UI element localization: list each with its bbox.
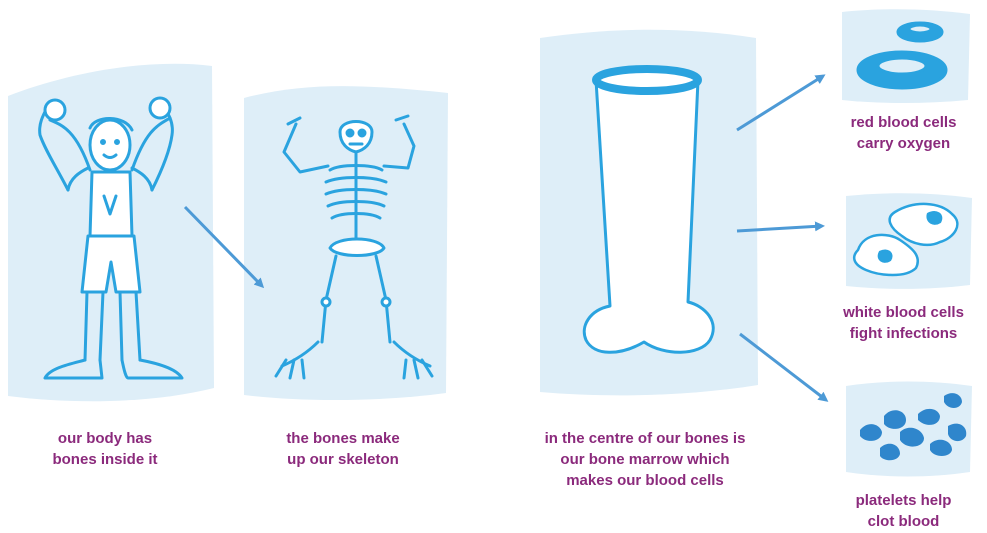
caption-red-line-1: red blood cells — [820, 112, 987, 133]
caption-platelets-line-2: clot blood — [820, 511, 987, 532]
caption-white-cells: white blood cells fight infections — [820, 302, 987, 344]
caption-red-line-2: carry oxygen — [820, 133, 987, 154]
caption-skeleton-line-1: the bones make — [248, 428, 438, 449]
caption-body-line-2: bones inside it — [10, 449, 200, 470]
caption-white-line-1: white blood cells — [820, 302, 987, 323]
caption-body: our body has bones inside it — [10, 428, 200, 470]
caption-marrow-line-1: in the centre of our bones is — [500, 428, 790, 449]
caption-marrow-line-2: our bone marrow which — [500, 449, 790, 470]
caption-skeleton-line-2: up our skeleton — [248, 449, 438, 470]
caption-marrow: in the centre of our bones is our bone m… — [500, 428, 790, 491]
caption-white-line-2: fight infections — [820, 323, 987, 344]
caption-platelets: platelets help clot blood — [820, 490, 987, 532]
caption-red-cells: red blood cells carry oxygen — [820, 112, 987, 154]
caption-marrow-line-3: makes our blood cells — [500, 470, 790, 491]
caption-platelets-line-1: platelets help — [820, 490, 987, 511]
caption-skeleton: the bones make up our skeleton — [248, 428, 438, 470]
caption-body-line-1: our body has — [10, 428, 200, 449]
